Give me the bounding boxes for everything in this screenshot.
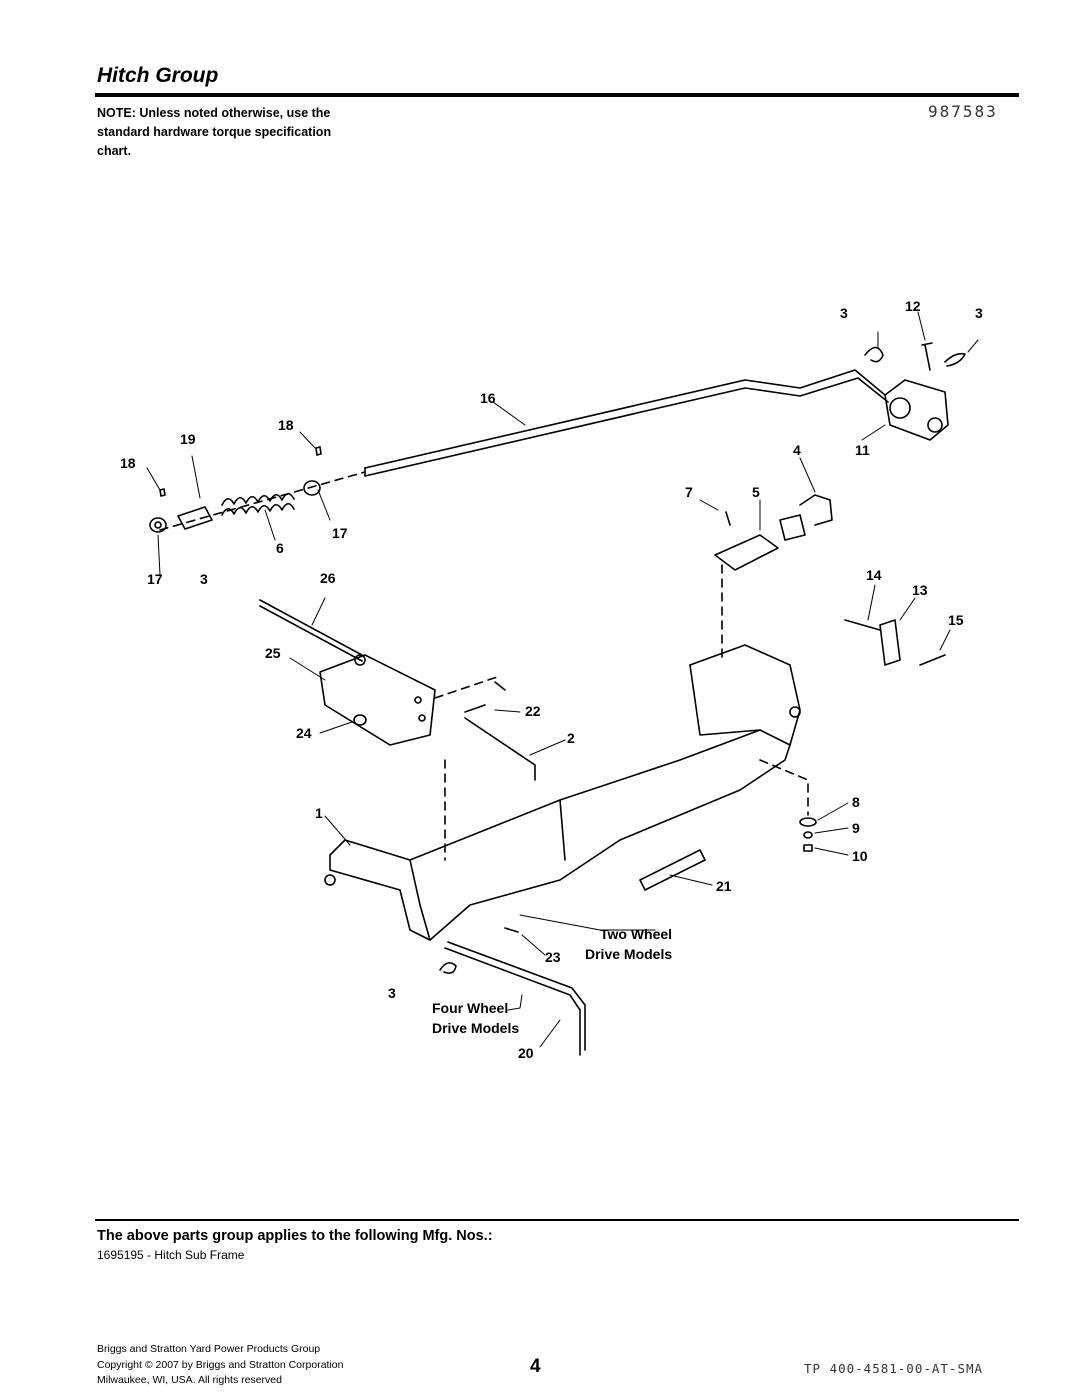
footer-copyright: Copyright © 2007 by Briggs and Stratton … [97, 1358, 344, 1371]
callout-7: 7 [685, 484, 693, 500]
callout-17: 17 [332, 525, 348, 541]
callout-3: 3 [388, 985, 396, 1001]
callout-4: 4 [793, 442, 801, 458]
callout-3: 3 [200, 571, 208, 587]
callout-10: 10 [852, 848, 868, 864]
hitch-exploded-diagram: 3 12 3 16 18 19 18 4 11 7 5 17 6 17 3 26… [120, 298, 983, 1061]
callout-3: 3 [975, 305, 983, 321]
callout-1: 1 [315, 805, 323, 821]
page-title: Hitch Group [97, 64, 219, 87]
footer-company-block: Briggs and Stratton Yard Power Products … [97, 1342, 343, 1389]
page-number: 4 [530, 1356, 541, 1377]
callout-18: 18 [120, 455, 136, 471]
callout-9: 9 [852, 820, 860, 836]
callout-13: 13 [912, 582, 928, 598]
two-wheel-label: Two Wheel [600, 926, 672, 942]
callout-2: 2 [567, 730, 575, 746]
header-rule [95, 93, 1019, 97]
callout-12: 12 [905, 298, 921, 314]
callout-11: 11 [855, 442, 870, 458]
diagram-id: 987583 [928, 102, 998, 121]
lift-rod [364, 369, 886, 469]
callout-26: 26 [320, 570, 336, 586]
footer-location: Milwaukee, WI, USA. All rights reserved [97, 1374, 282, 1386]
four-wheel-label: Four Wheel [432, 1000, 508, 1016]
mfg-number: 1695195 - Hitch Sub Frame [97, 1248, 245, 1262]
spring [221, 492, 295, 516]
hitch-sub-frame [329, 729, 791, 941]
callout-21: 21 [716, 878, 732, 894]
callout-8: 8 [852, 794, 860, 810]
four-wheel-label: Drive Models [432, 1020, 519, 1036]
callout-17: 17 [147, 571, 163, 587]
callout-19: 19 [180, 431, 196, 447]
hitch-bracket [319, 654, 436, 746]
callout-15: 15 [948, 612, 964, 628]
footer-company: Briggs and Stratton Yard Power Products … [97, 1343, 321, 1355]
callout-24: 24 [296, 725, 312, 741]
callout-18: 18 [278, 417, 294, 433]
callout-23: 23 [545, 949, 561, 965]
doc-number: TP 400-4581-00-AT-SMA [804, 1361, 984, 1376]
applies-heading: The above parts group applies to the fol… [97, 1228, 493, 1244]
applies-rule [95, 1219, 1019, 1221]
rod-bracket [884, 379, 949, 441]
callout-6: 6 [276, 540, 284, 556]
torque-note: NOTE: Unless noted otherwise, use the st… [97, 106, 332, 158]
callout-16: 16 [480, 390, 496, 406]
callout-20: 20 [518, 1045, 534, 1061]
callout-5: 5 [752, 484, 760, 500]
callout-3: 3 [840, 305, 848, 321]
callout-25: 25 [265, 645, 281, 661]
callout-22: 22 [525, 703, 541, 719]
two-wheel-label: Drive Models [585, 946, 672, 962]
callout-14: 14 [866, 567, 882, 583]
